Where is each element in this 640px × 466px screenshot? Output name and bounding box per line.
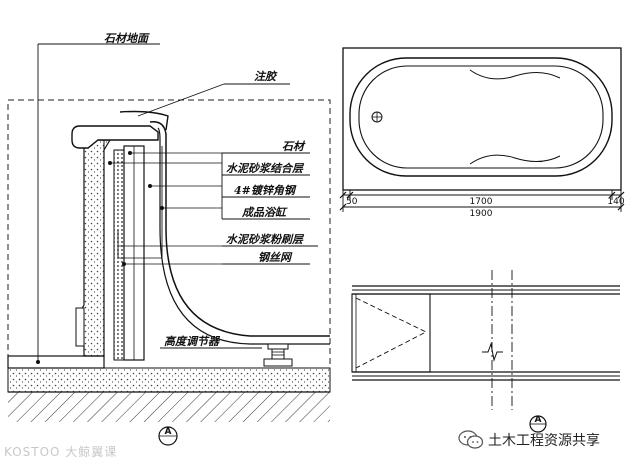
- section-mark-label-right: A: [535, 415, 542, 425]
- stone-floor-layer: [7, 355, 105, 369]
- ground-hatch: [8, 392, 330, 422]
- watermark-left: KOSTOO 大鲸翼课: [4, 445, 118, 459]
- drain-icon: [371, 111, 383, 123]
- label-cement-bond-layer: 水泥砂浆结合层: [226, 162, 305, 175]
- watermark-right: 土木工程资源共享: [458, 430, 600, 450]
- watermark-right-text: 土木工程资源共享: [488, 433, 600, 449]
- floor-screed: [7, 367, 331, 393]
- height-adjuster: [263, 343, 293, 367]
- label-galvanized-angle: 4#镀锌角钢: [234, 184, 297, 197]
- frame-elevation: A: [351, 270, 620, 433]
- label-stone-floor: 石材地面: [104, 32, 150, 45]
- tub-outer-rim: [349, 57, 613, 177]
- dim-middle: 1700: [470, 197, 493, 207]
- label-finished-tub: 成品浴缸: [241, 206, 288, 219]
- frame-panel: [351, 293, 431, 373]
- wire-mesh-plaster: [113, 149, 125, 361]
- break-mark: [482, 342, 503, 362]
- section-mark-right: A: [529, 415, 547, 433]
- stone-cladding: [75, 307, 85, 347]
- section-mark-left: A: [158, 426, 178, 446]
- dim-right: 140: [607, 197, 624, 207]
- label-cement-plaster-layer: 水泥砂浆粉刷层: [226, 233, 305, 246]
- plan-outer-rect: [342, 47, 622, 191]
- dim-left: 50: [346, 197, 358, 207]
- label-wire-mesh: 钢丝网: [258, 251, 293, 264]
- bathtub-wall: [149, 121, 330, 337]
- stone-coping: [71, 125, 159, 149]
- label-height-adjuster: 高度调节器: [164, 335, 221, 348]
- tub-headrest-top: [469, 69, 561, 80]
- tub-inner-basin: [358, 65, 604, 169]
- label-caulk: 注胶: [254, 70, 278, 83]
- wechat-icon: [458, 430, 484, 449]
- plan-view: 50 1700 140 1900: [339, 47, 625, 219]
- label-stone: 石材: [282, 140, 306, 153]
- section-detail: A 石材地面 注胶 石材 水泥砂浆结合层 4#镀锌角钢 成品浴缸 水泥砂浆粉刷层…: [7, 32, 331, 446]
- tub-headrest-bottom: [469, 154, 561, 165]
- dim-overall: 1900: [470, 209, 493, 219]
- section-mark-label: A: [165, 427, 172, 437]
